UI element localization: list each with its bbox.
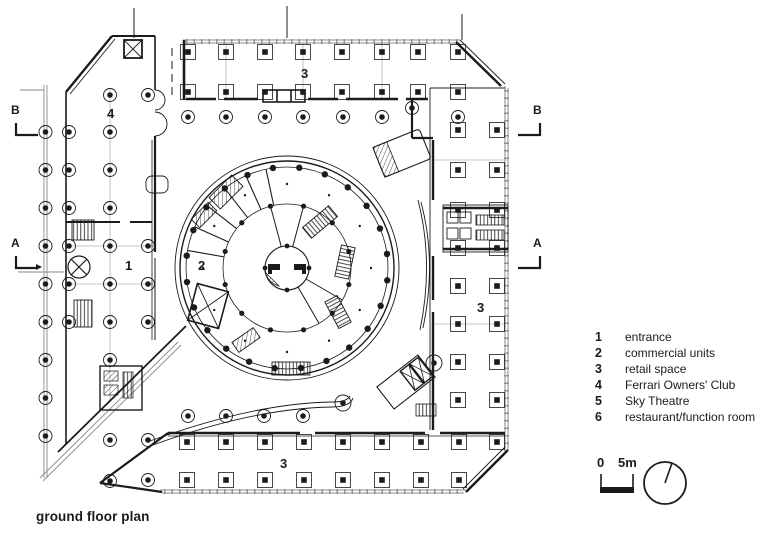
square-columns <box>179 44 505 488</box>
legend: 1 entrance 2 commercial units 3 retail s… <box>595 329 767 425</box>
plan-label-retail-bottom: 3 <box>280 456 287 471</box>
plaza-canopies <box>149 129 437 446</box>
section-marker-a-left: A <box>11 236 20 250</box>
plan-label-ferrari-club: 4 <box>107 106 115 121</box>
legend-num: 5 <box>595 394 602 408</box>
bottom-retail-strip <box>99 431 505 494</box>
legend-label: retail space <box>625 362 687 376</box>
legend-num: 2 <box>595 346 602 360</box>
plan-label-commercial: 2 <box>198 258 205 273</box>
legend-label: entrance <box>625 330 672 344</box>
drawing-title: ground floor plan <box>36 509 150 524</box>
legend-item-sky-theatre: 5 Sky Theatre <box>595 393 767 409</box>
scale-bar <box>600 474 634 493</box>
plan-label-retail-right: 3 <box>477 300 484 315</box>
scale-zero-label: 0 <box>597 455 605 470</box>
legend-num: 3 <box>595 362 602 376</box>
section-marker-a-right: A <box>533 236 542 250</box>
legend-num: 1 <box>595 330 602 344</box>
scale-labels: 0 5m <box>594 455 654 470</box>
street-lines <box>18 85 182 482</box>
scale-five-label: 5m <box>618 455 637 470</box>
legend-item-ferrari-owners-club: 4 Ferrari Owners' Club <box>595 377 767 393</box>
central-drum <box>174 155 400 381</box>
section-marker-b-right: B <box>533 103 542 117</box>
legend-num: 4 <box>595 378 602 392</box>
legend-num: 6 <box>595 410 602 424</box>
section-markers <box>14 123 542 270</box>
north-arrow-icon <box>643 461 687 505</box>
plan-labels: 3 4 1 2 3 3 <box>107 66 484 471</box>
legend-item-entrance: 1 entrance <box>595 329 767 345</box>
round-columns <box>38 88 465 488</box>
legend-label: Sky Theatre <box>625 394 690 408</box>
section-marker-b-left: B <box>11 103 20 117</box>
legend-item-commercial-units: 2 commercial units <box>595 345 767 361</box>
left-wing <box>57 35 187 453</box>
plan-label-retail-top: 3 <box>301 66 308 81</box>
legend-item-restaurant: 6 restaurant/function room <box>595 409 767 425</box>
plan-label-entrance: 1 <box>125 258 132 273</box>
top-retail-band <box>182 39 506 103</box>
legend-label: Ferrari Owners' Club <box>625 378 736 392</box>
drum-columns <box>183 164 391 372</box>
legend-item-retail-space: 3 retail space <box>595 361 767 377</box>
section-reference-lines <box>133 6 463 100</box>
legend-label: commercial units <box>625 346 716 360</box>
legend-label: restaurant/function room <box>625 410 756 424</box>
